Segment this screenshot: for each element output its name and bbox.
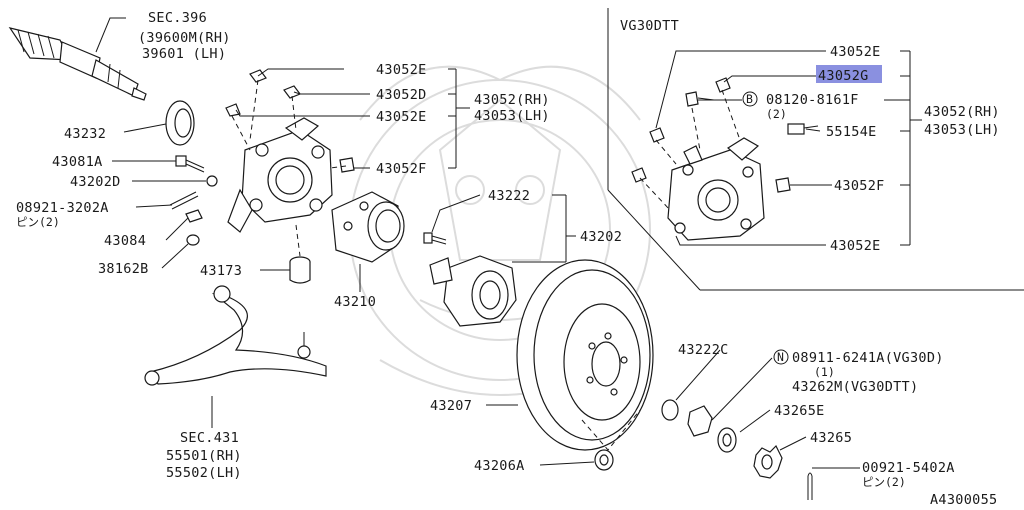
label-43052rh-1[interactable]: 43052(RH) bbox=[474, 92, 550, 108]
label-39600m[interactable]: (39600M(RH) bbox=[138, 30, 231, 46]
labels: SEC.396 (39600M(RH) 39601 (LH) 43232 430… bbox=[16, 10, 1000, 508]
label-43052e-3[interactable]: 43052E bbox=[830, 44, 881, 60]
label-43052e-2[interactable]: 43052E bbox=[376, 109, 427, 125]
label-43222c[interactable]: 43222C bbox=[678, 342, 729, 358]
label-43222[interactable]: 43222 bbox=[488, 188, 530, 204]
label-43052e-4[interactable]: 43052E bbox=[830, 238, 881, 254]
label-43207[interactable]: 43207 bbox=[430, 398, 472, 414]
label-43202[interactable]: 43202 bbox=[580, 229, 622, 245]
part-38162b-washer bbox=[186, 234, 200, 246]
label-43053lh-2[interactable]: 43053(LH) bbox=[924, 122, 1000, 138]
part-43173-bushing bbox=[289, 256, 311, 284]
lower-control-arm bbox=[144, 285, 327, 386]
knuckle-housing bbox=[227, 117, 333, 233]
part-43232-seal bbox=[165, 100, 195, 146]
label-39601[interactable]: 39601 (LH) bbox=[142, 46, 226, 62]
label-diagram-id: A4300055 bbox=[930, 492, 997, 508]
drive-shaft bbox=[8, 27, 147, 101]
part-43222-stud bbox=[423, 232, 447, 245]
part-43207-rotor bbox=[516, 259, 654, 451]
label-sec431[interactable]: SEC.431 bbox=[180, 430, 239, 446]
hub-retaining-parts bbox=[661, 399, 783, 479]
label-43232[interactable]: 43232 bbox=[64, 126, 106, 142]
label-43052f-2[interactable]: 43052F bbox=[834, 178, 885, 194]
vg30dtt-fasteners bbox=[631, 77, 819, 193]
n-circle-icon bbox=[773, 349, 789, 365]
label-pin2-b: ピン(2) bbox=[862, 475, 906, 489]
label-08911-qty: (1) bbox=[814, 365, 835, 379]
vg30dtt-inset-frame bbox=[607, 8, 1024, 291]
label-43265e[interactable]: 43265E bbox=[774, 403, 825, 419]
label-55502[interactable]: 55502(LH) bbox=[166, 465, 242, 481]
label-55154e[interactable]: 55154E bbox=[826, 124, 877, 140]
label-sec396[interactable]: SEC.396 bbox=[148, 10, 207, 26]
label-43265[interactable]: 43265 bbox=[810, 430, 852, 446]
part-43202d-washer bbox=[206, 175, 218, 187]
label-43206a[interactable]: 43206A bbox=[474, 458, 525, 474]
label-pin2-a: ピン(2) bbox=[16, 215, 60, 229]
label-43262m[interactable]: 43262M(VG30DTT) bbox=[792, 379, 918, 395]
label-43084[interactable]: 43084 bbox=[104, 233, 146, 249]
part-43081a-bolt bbox=[175, 155, 205, 173]
vg30dtt-knuckle bbox=[667, 137, 765, 241]
label-43052f-1[interactable]: 43052F bbox=[376, 161, 427, 177]
label-n-circle: N bbox=[777, 350, 784, 364]
part-00921-pin bbox=[807, 472, 813, 500]
label-43053lh-1[interactable]: 43053(LH) bbox=[474, 108, 550, 124]
label-43052rh-2[interactable]: 43052(RH) bbox=[924, 104, 1000, 120]
label-08120[interactable]: 08120-8161F bbox=[766, 92, 859, 108]
label-43052d[interactable]: 43052D bbox=[376, 87, 427, 103]
label-vg30dtt: VG30DTT bbox=[620, 18, 679, 34]
part-08921-pin bbox=[169, 191, 199, 210]
label-43202d[interactable]: 43202D bbox=[70, 174, 121, 190]
label-08911[interactable]: 08911-6241A(VG30D) bbox=[792, 350, 944, 366]
highlight-43052g[interactable] bbox=[816, 65, 882, 83]
b-circle-icon bbox=[742, 91, 758, 107]
part-43210-hub bbox=[331, 191, 405, 263]
label-b-circle: B bbox=[746, 92, 753, 106]
part-43202-hub-flange bbox=[429, 255, 517, 327]
label-43052g[interactable]: 43052G bbox=[818, 68, 869, 84]
label-55501[interactable]: 55501(RH) bbox=[166, 448, 242, 464]
label-43173[interactable]: 43173 bbox=[200, 263, 242, 279]
label-43210[interactable]: 43210 bbox=[334, 294, 376, 310]
leader-lines bbox=[95, 17, 922, 469]
part-43206a-cap bbox=[594, 449, 614, 471]
label-00921[interactable]: 00921-5402A bbox=[862, 460, 955, 476]
knuckle-nuts bbox=[225, 69, 355, 173]
label-38162b[interactable]: 38162B bbox=[98, 261, 149, 277]
label-08921[interactable]: 08921-3202A bbox=[16, 200, 109, 216]
label-08120-qty: (2) bbox=[766, 107, 787, 121]
label-43052e-1[interactable]: 43052E bbox=[376, 62, 427, 78]
label-43081a[interactable]: 43081A bbox=[52, 154, 103, 170]
part-43084-nut bbox=[185, 209, 203, 223]
